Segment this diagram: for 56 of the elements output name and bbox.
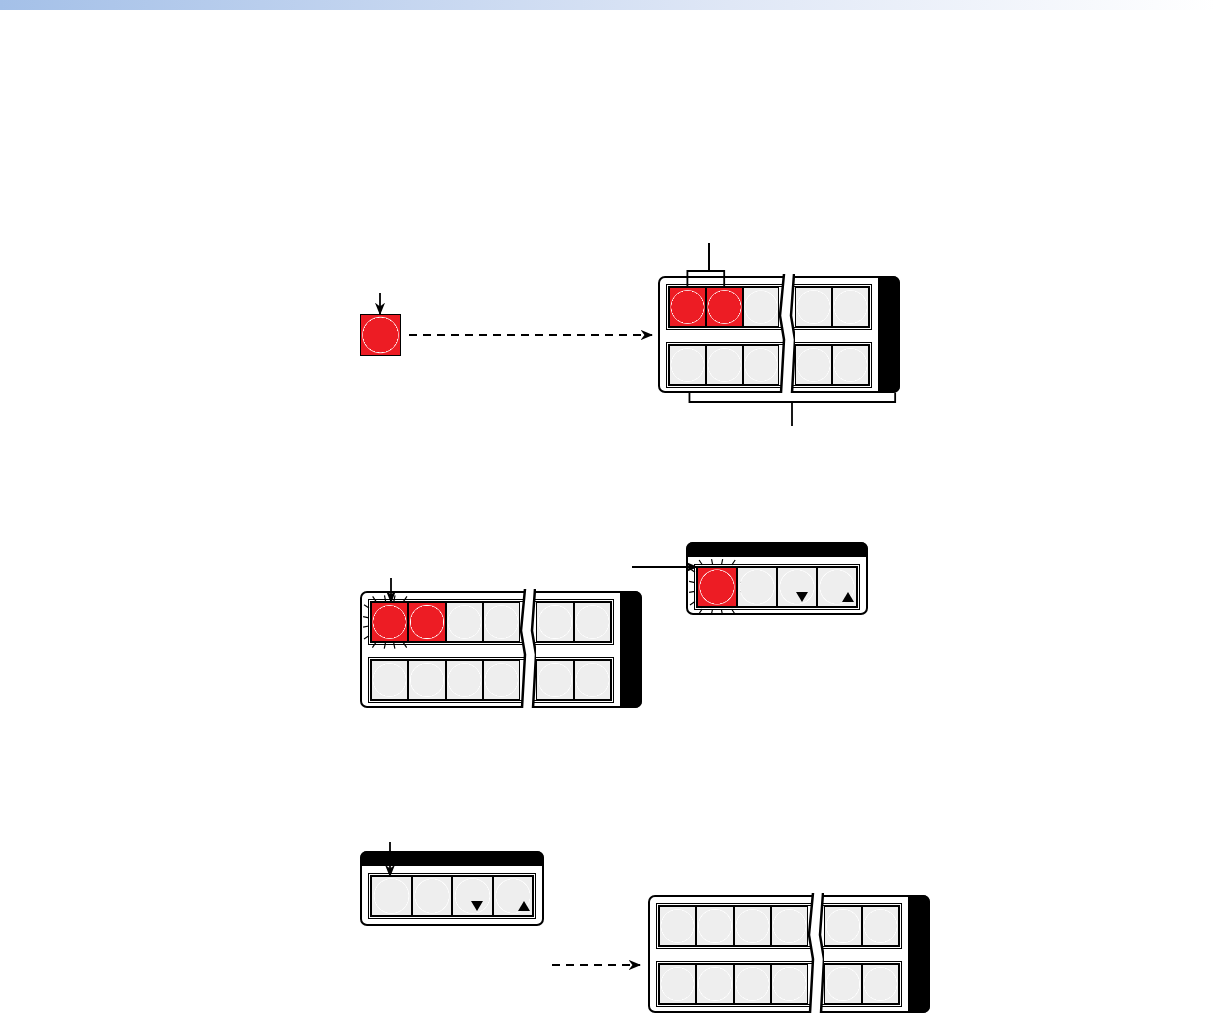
arrow [385, 577, 397, 604]
arrow [374, 292, 386, 316]
panel-button [777, 567, 817, 607]
panel-button [861, 906, 899, 946]
panel-button [659, 906, 697, 946]
panel-button [696, 964, 734, 1004]
panel-button [659, 964, 697, 1004]
panel-button [733, 964, 771, 1004]
panel-button [573, 660, 611, 700]
leader-line [688, 392, 897, 427]
panel-button [861, 964, 899, 1004]
panel-button [832, 287, 869, 327]
panel-button [536, 602, 574, 642]
panel-button [824, 906, 862, 946]
panel-button [573, 602, 611, 642]
panel-button [771, 906, 809, 946]
panel-button [705, 345, 743, 385]
panel-button [371, 660, 409, 700]
panel-button [669, 287, 706, 327]
panel-button [408, 660, 446, 700]
panel-button [696, 906, 734, 946]
button-panel [658, 276, 900, 393]
panel-button [832, 345, 869, 385]
panel-button [742, 345, 780, 385]
arrow [384, 841, 396, 878]
panel-button [824, 964, 862, 1004]
panel-button [483, 602, 521, 642]
panel-button [795, 287, 833, 327]
panel-button [536, 660, 574, 700]
panel-button [411, 876, 452, 916]
panel-button [483, 660, 521, 700]
button-panel [686, 542, 868, 615]
panel-button [733, 906, 771, 946]
panel-button [492, 876, 533, 916]
panel-button [445, 602, 483, 642]
panel-button [669, 345, 706, 385]
panel-button [771, 964, 809, 1004]
button-panel [360, 591, 642, 708]
panel-button [705, 287, 743, 327]
panel-button [737, 567, 777, 607]
button-panel [360, 851, 544, 926]
panel-button [697, 567, 737, 607]
arrow [408, 329, 654, 341]
panel-button [408, 602, 446, 642]
button-panel [648, 895, 930, 1013]
arrow [631, 561, 699, 573]
panel-button [360, 314, 401, 356]
panel-button [742, 287, 780, 327]
leader-line [708, 242, 726, 288]
panel-button [445, 660, 483, 700]
panel-button [817, 567, 857, 607]
panel-button [795, 345, 833, 385]
panel-button [371, 602, 409, 642]
panel-button [452, 876, 493, 916]
panel-button [371, 876, 412, 916]
arrow [551, 959, 642, 971]
